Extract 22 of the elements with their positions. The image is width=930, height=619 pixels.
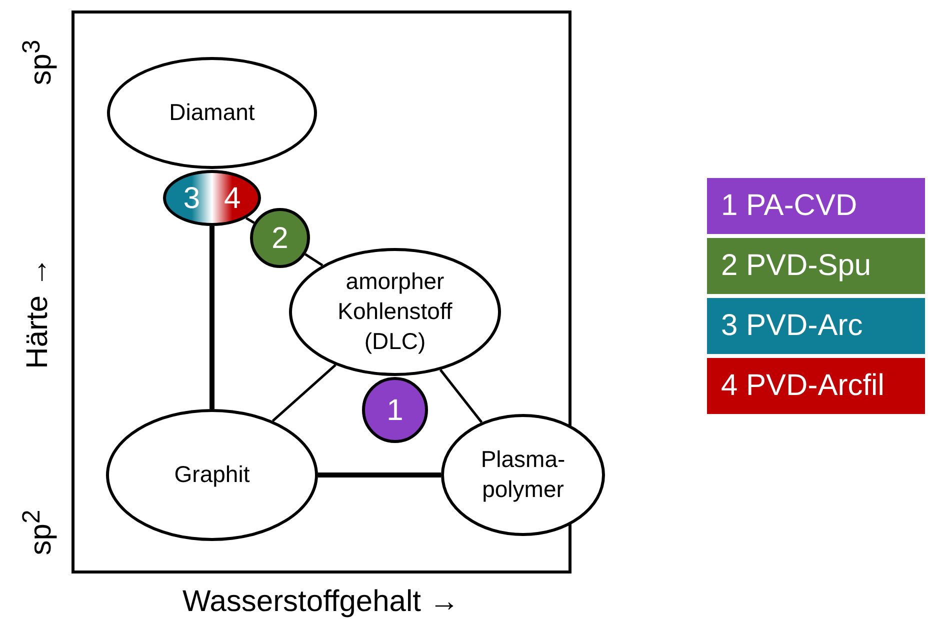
numbered-circle (250, 208, 310, 268)
node-label: 4 (224, 180, 241, 216)
connector-line (439, 369, 483, 424)
node-label: 2 (272, 220, 288, 256)
legend-text: 1 PA-CVD (721, 189, 858, 223)
ellipse-node (163, 170, 261, 226)
connector-line (272, 364, 336, 422)
axis-label: Härte → (20, 257, 55, 369)
node-label: Diamant (169, 98, 255, 128)
node-label: 3 (183, 180, 200, 216)
legend-text: 3 PVD-Arc (721, 309, 863, 343)
axis-label: Wasserstoffgehalt → (182, 585, 460, 619)
node-label: 1 (386, 392, 404, 428)
connector-line (304, 253, 324, 266)
node-label: Graphit (174, 460, 250, 490)
legend-text: 2 PVD-Spu (721, 249, 872, 283)
legend-text: 4 PVD-Arcfil (721, 369, 884, 403)
node-label: amorpher Kohlenstoff (DLC) (336, 267, 454, 356)
node-label: Plasma-polymer (480, 445, 566, 504)
connector-line (210, 226, 214, 409)
connector-line (246, 217, 255, 224)
connector-line (318, 472, 441, 478)
